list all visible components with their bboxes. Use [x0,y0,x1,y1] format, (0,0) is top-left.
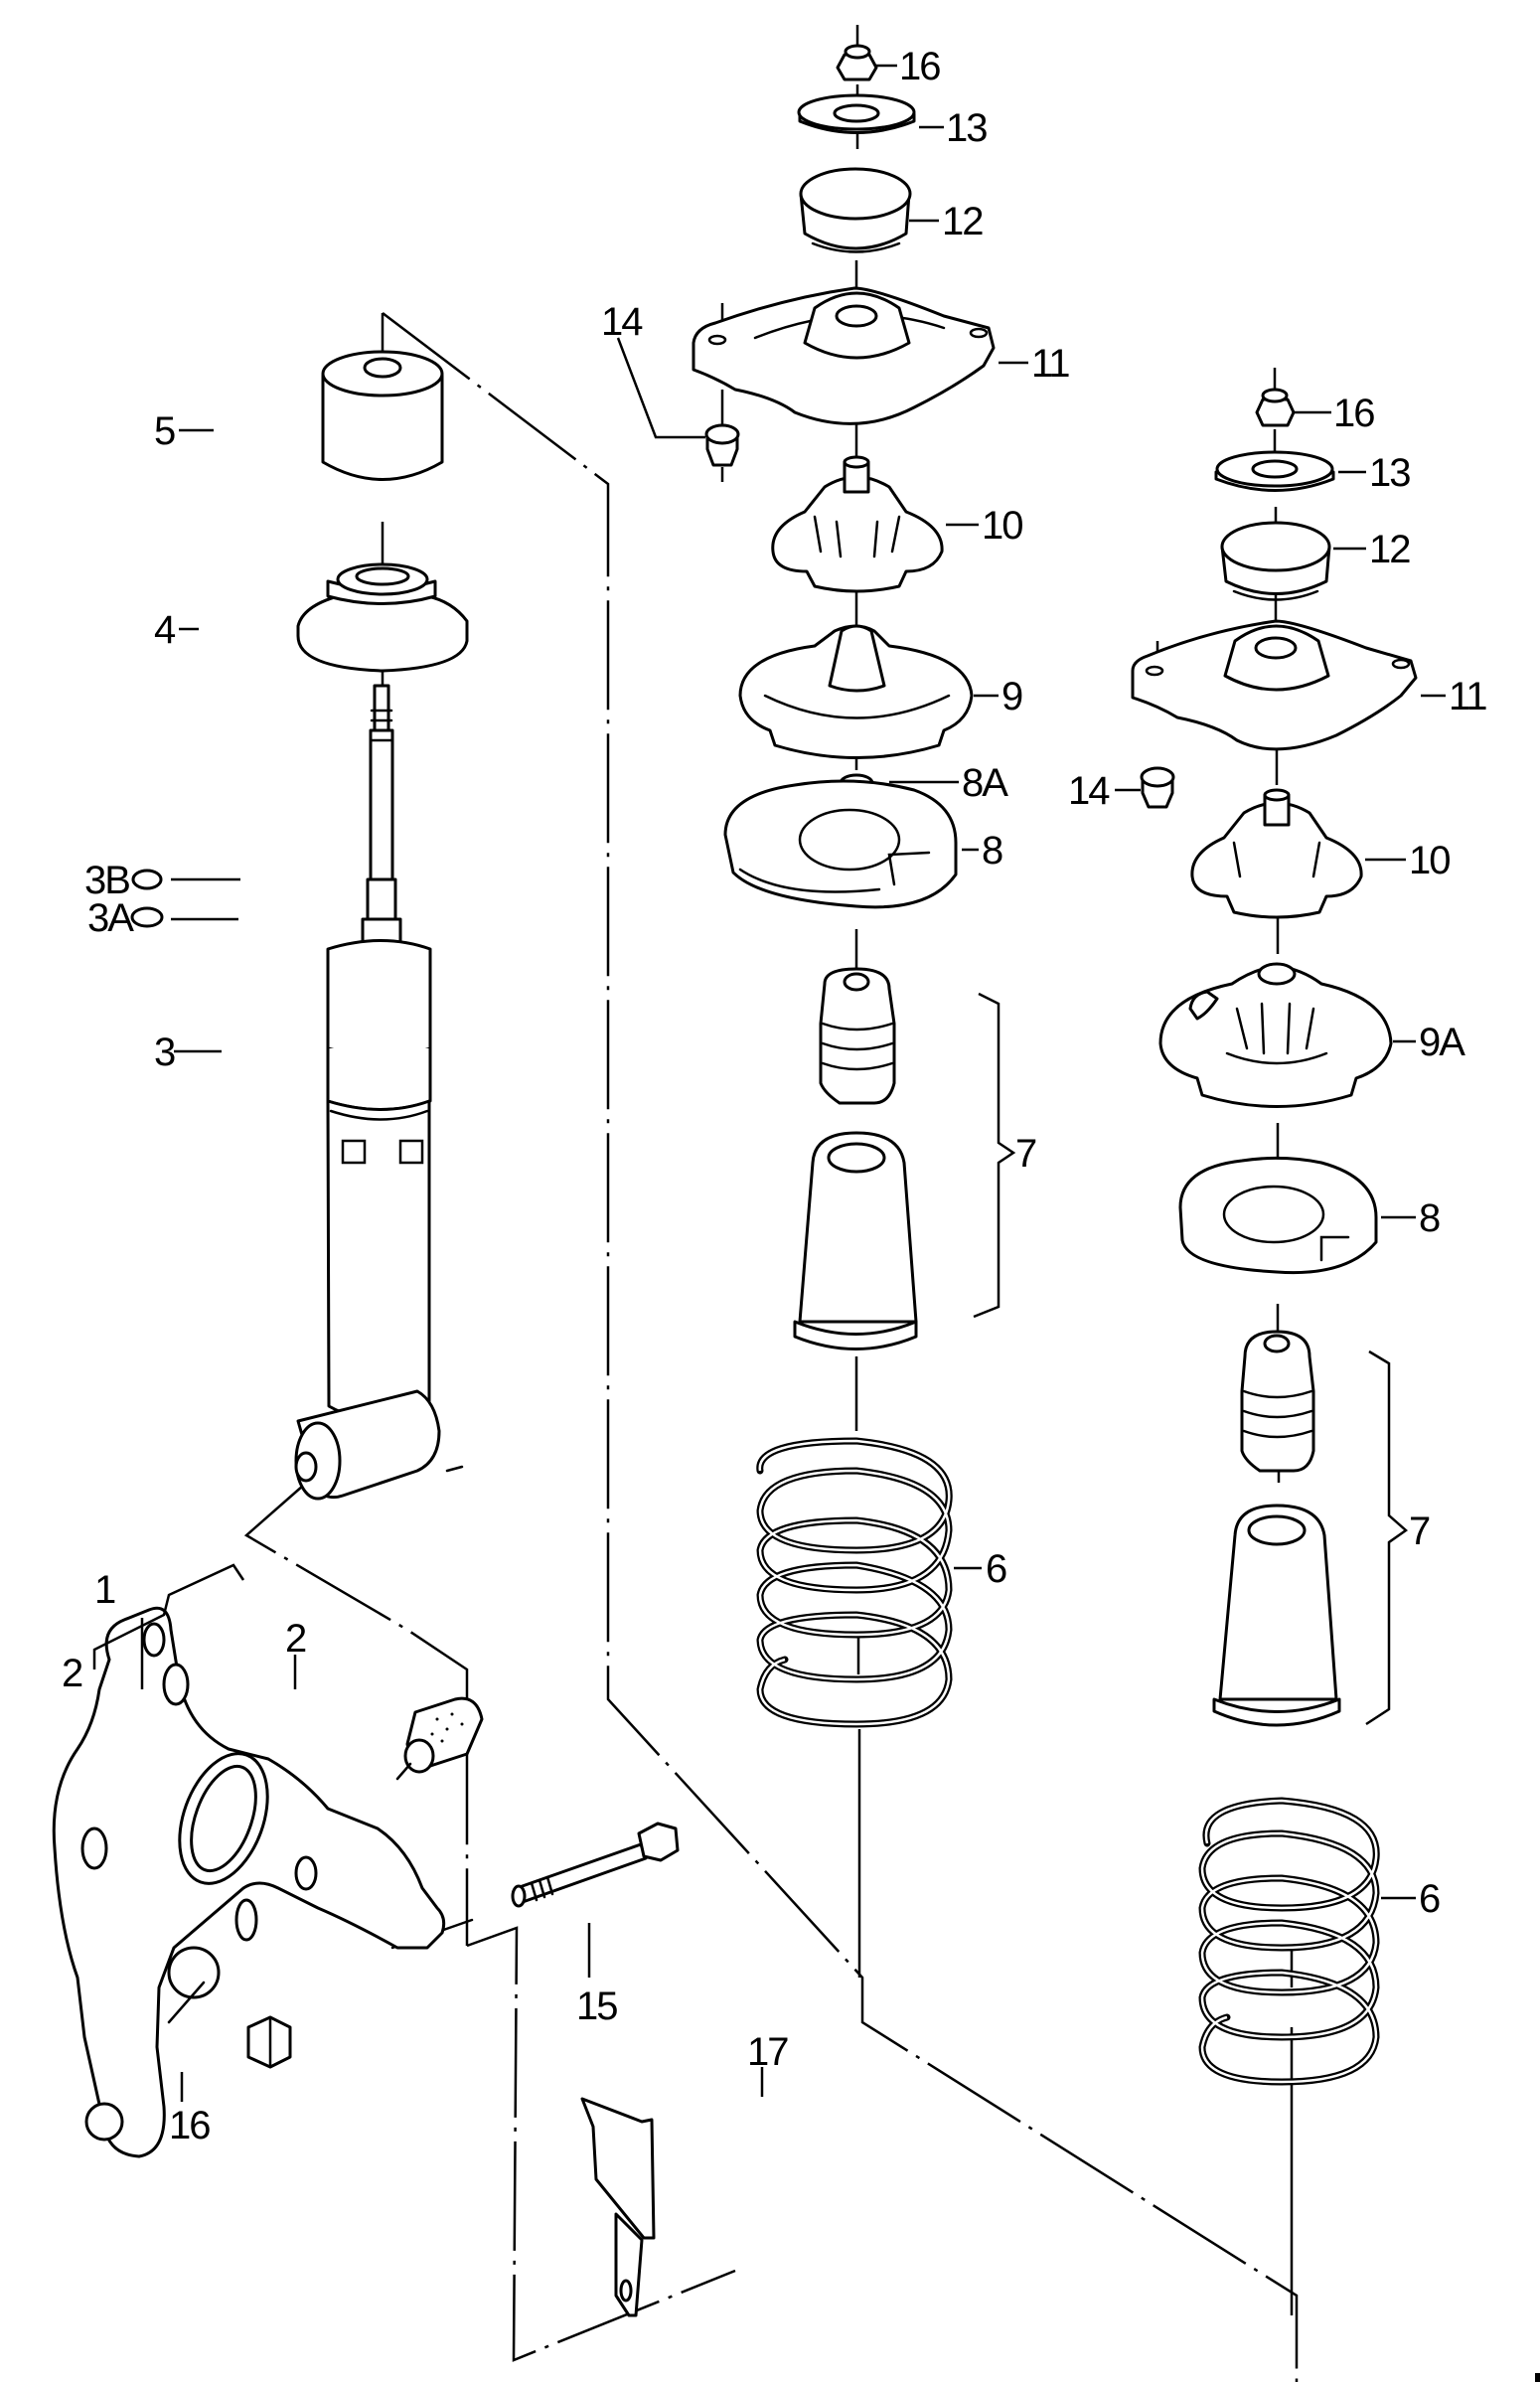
callout-16-bottom: 16 [169,2104,210,2147]
callout-12-right: 12 [1369,528,1410,571]
middle-spring-pad-part [723,779,958,909]
protective-cap-part [321,350,444,481]
nut-bottom-part [246,2015,292,2069]
callout-16-middle: 16 [899,45,940,88]
right-nut-part [1255,388,1296,427]
callout-7-right: 7 [1409,1509,1430,1553]
ring-3a [130,906,164,928]
bushing-part [395,1696,484,1781]
middle-bump-stop-part [819,967,896,1105]
assembly-line-bolt [466,1926,736,2362]
callout-13-middle: 13 [946,106,987,150]
callout-labels: 5 4 3B 3A 3 1 2 2 16 15 17 16 13 12 11 1… [62,45,1488,2147]
callout-2-bushing: 2 [285,1617,306,1661]
right-upper-mount-part [1190,788,1363,919]
callout-14-middle: 14 [601,300,643,344]
callout-12-middle: 12 [942,200,983,243]
callout-9-middle: 9 [1001,675,1022,718]
middle-protective-boot-part [793,1131,918,1350]
callout-8a-middle: 8A [962,761,1008,805]
callout-11-right: 11 [1449,675,1486,718]
middle-coil-spring-part [756,1437,953,1728]
callout-3a: 3A [87,896,134,940]
middle-nut-part [836,44,878,81]
bracket-1 [92,1563,245,1669]
ring-3b [131,869,163,890]
right-bracket-7 [1365,1350,1409,1726]
callout-3b: 3B [84,859,129,902]
callout-2-left: 2 [62,1652,82,1695]
callout-15: 15 [576,1985,617,2028]
right-protective-boot-part [1212,1504,1341,1727]
right-spring-seat-part [1158,962,1393,1108]
middle-bushing-part [799,167,912,253]
callout-8-middle: 8 [982,829,1002,873]
right-washer-part [1214,450,1335,492]
callout-14-right: 14 [1068,769,1110,813]
callout-4: 4 [154,608,176,652]
middle-washer-part [797,93,916,134]
callout-17: 17 [747,2030,788,2074]
callout-11-middle: 11 [1031,342,1069,386]
right-spring-pad-part [1178,1156,1378,1275]
callout-16-right: 16 [1333,392,1374,435]
middle-mounting-plate-part [692,286,996,425]
callout-10-middle: 10 [982,504,1022,548]
callout-1: 1 [94,1568,115,1612]
bracket-part [580,2097,656,2317]
corner-mark [1535,2373,1540,2382]
assembly-line-left-upper [382,312,1299,2382]
middle-mounting-nut-part [704,423,740,467]
bolt-part [511,1822,680,1908]
callout-13-right: 13 [1369,451,1410,495]
middle-bracket-7 [973,992,1016,1319]
wheel-bearing-housing-part [52,1606,446,2158]
callout-7-middle: 7 [1015,1132,1036,1176]
right-bushing-part [1220,521,1331,601]
right-mounting-plate-part [1131,619,1418,751]
callout-6-middle: 6 [986,1547,1006,1591]
strut-mount-part [296,562,469,673]
right-bump-stop-part [1240,1330,1315,1473]
callout-10-right: 10 [1409,839,1450,882]
right-coil-spring-part [1198,1797,1380,2086]
assembly-line-shock-to-knuckle [243,1485,469,1946]
right-assembly [1115,388,1446,2086]
piston-rod-part [361,684,402,951]
callout-9a-right: 9A [1419,1021,1465,1064]
middle-spring-seat-part [738,624,974,759]
callout-6-right: 6 [1419,1877,1440,1921]
middle-assembly [616,44,1028,1728]
left-assembly [52,350,764,2317]
callout-5: 5 [154,409,175,453]
right-mounting-nut-part [1140,766,1175,809]
callout-3: 3 [154,1031,175,1074]
callout-8-right: 8 [1419,1196,1440,1240]
middle-upper-mount-part [771,455,944,593]
shock-absorber-part [294,939,464,1501]
